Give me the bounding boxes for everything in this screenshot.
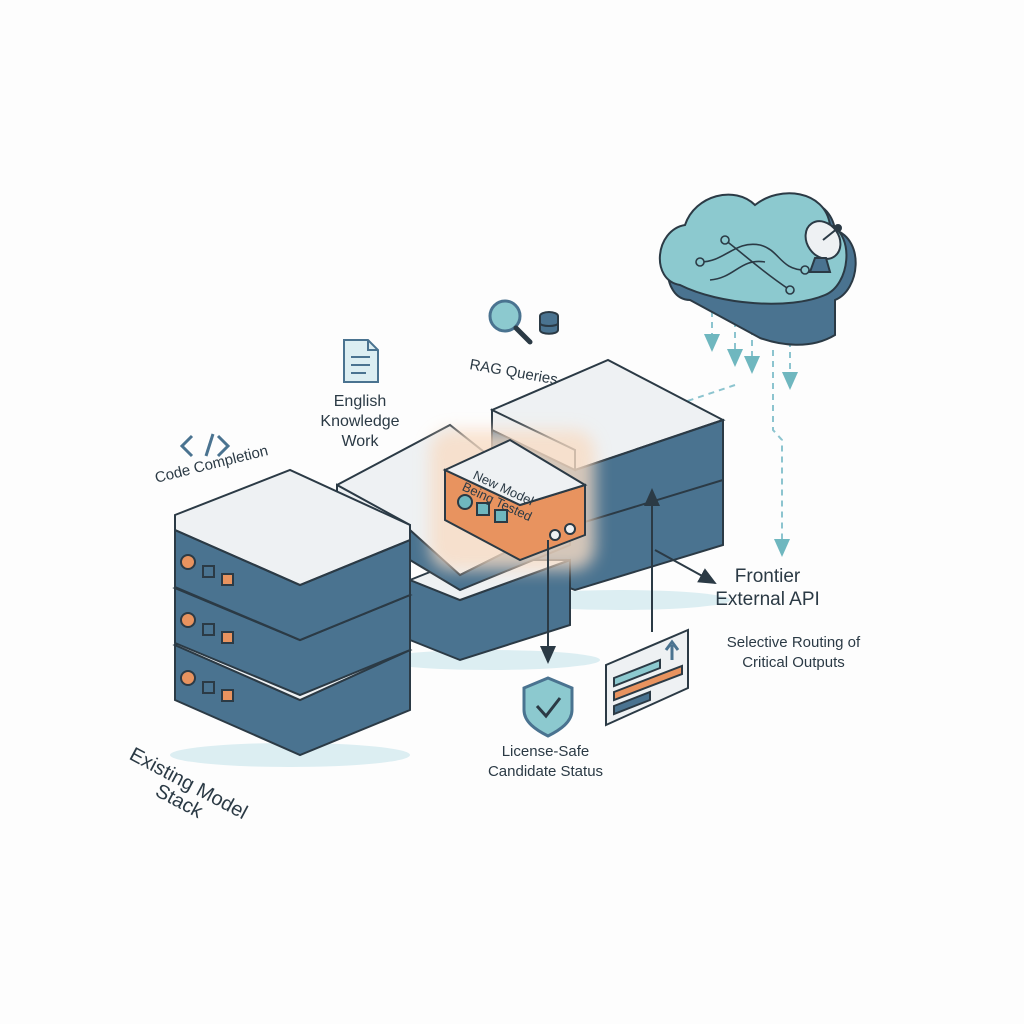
frontier-external-api-label: Frontier External API (715, 566, 820, 610)
license-safe-label: License-Safe Candidate Status (487, 743, 604, 780)
shield-check-icon (522, 676, 574, 738)
cloud-icon (658, 192, 857, 346)
magnifier-icon (488, 299, 533, 345)
existing-model-stack (170, 468, 413, 767)
routing-panel-icon (605, 628, 689, 727)
database-icon (539, 311, 559, 335)
selective-routing-label: Selective Routing of Critical Outputs (726, 634, 861, 671)
satellite-dish-icon (804, 220, 842, 273)
code-icon (179, 433, 231, 458)
existing-stack-indicator-lights (180, 554, 234, 702)
connection-arrows (540, 488, 717, 664)
english-knowledge-work-label: English Knowledge Work (320, 393, 400, 450)
document-icon (343, 339, 379, 383)
new-model-module (430, 430, 595, 570)
